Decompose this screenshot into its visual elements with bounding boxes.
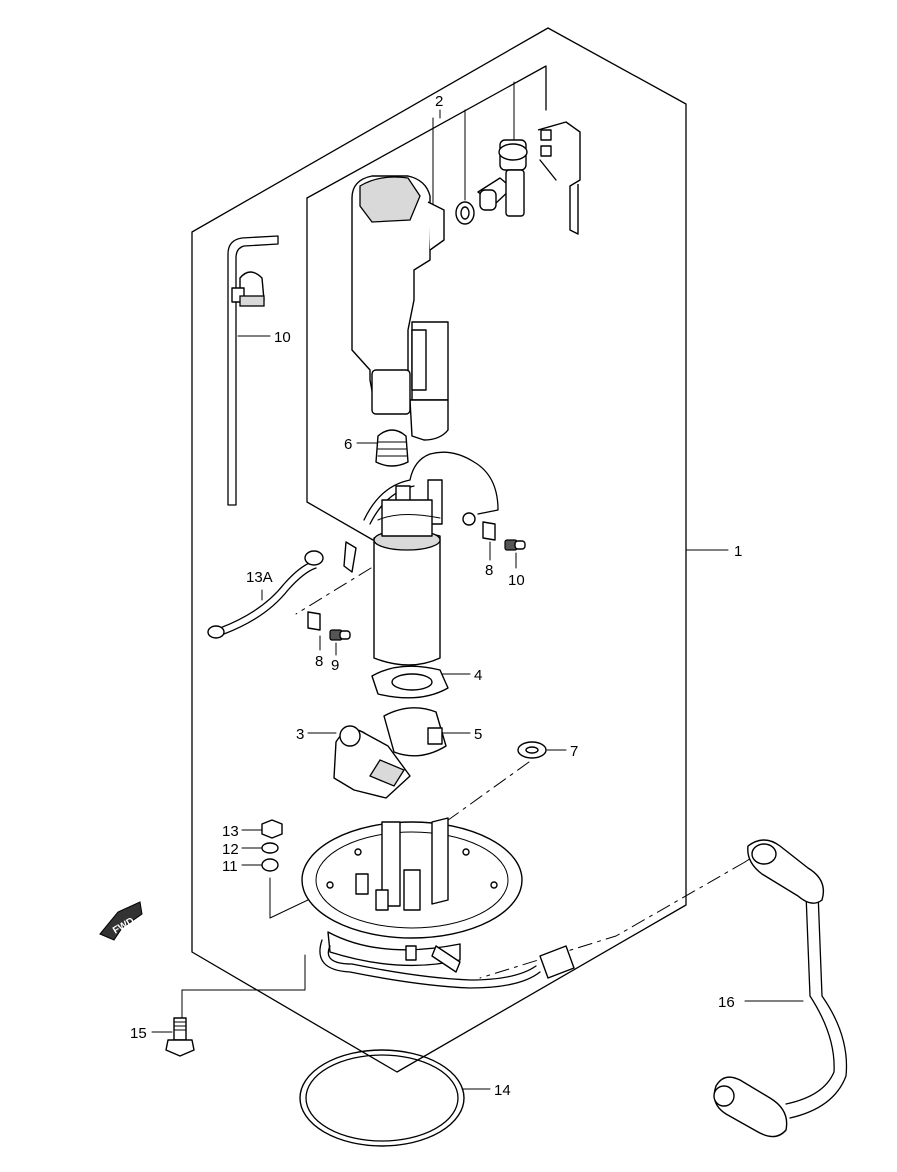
fuel-pump-motor-part — [373, 499, 441, 666]
callout-13: 13 — [222, 823, 239, 840]
vent-pipe-part — [227, 235, 279, 506]
pump-base-plate-part — [301, 817, 523, 967]
damper-ring-4-part — [371, 665, 449, 699]
damper-5-part — [383, 707, 447, 757]
callout-9: 9 — [331, 657, 339, 674]
callout-14: 14 — [494, 1082, 511, 1099]
bolt-15-part — [165, 1017, 195, 1057]
callout-8-left: 8 — [315, 653, 323, 670]
bracket-3-part — [333, 725, 411, 799]
callout-12: 12 — [222, 841, 239, 858]
pump-housing-part — [351, 175, 449, 441]
callout-6: 6 — [344, 436, 352, 453]
callout-16: 16 — [718, 994, 735, 1011]
washer-12-part — [261, 842, 279, 854]
callout-13a: 13A — [246, 569, 273, 586]
fuel-pressure-regulator-part — [477, 127, 528, 217]
subassembly-boundary-frame — [306, 65, 547, 541]
leader-lines — [151, 81, 804, 1090]
callout-4: 4 — [474, 667, 482, 684]
callout-1: 1 — [734, 543, 742, 560]
callout-11: 11 — [222, 858, 238, 875]
pump-filter-part — [375, 429, 409, 467]
gasket-7-part — [517, 741, 547, 759]
screw-10-right-part — [504, 539, 526, 551]
oring-small-part — [455, 201, 475, 225]
clip-8-left-part — [307, 611, 321, 631]
callout-5: 5 — [474, 726, 482, 743]
callout-2: 2 — [435, 93, 443, 110]
ground-wire-part — [207, 541, 357, 639]
oring-14-part — [299, 1049, 465, 1147]
callout-10-left: 10 — [274, 329, 291, 346]
callout-8-right: 8 — [485, 562, 493, 579]
callout-10-right: 10 — [508, 572, 525, 589]
fuel-hose-16-part — [713, 839, 848, 1138]
forward-direction-arrow: FWD — [99, 901, 143, 941]
callout-7: 7 — [570, 743, 578, 760]
mounting-bracket-part — [537, 121, 581, 235]
callout-3: 3 — [296, 726, 304, 743]
washer-11-part — [261, 858, 279, 872]
outlet-connector-part — [319, 939, 575, 989]
screw-9-part — [329, 629, 351, 641]
nut-13-part — [261, 819, 283, 839]
callout-15: 15 — [130, 1025, 147, 1042]
assembly-boundary-frame — [191, 27, 687, 1073]
callout-labels: 1 2 3 4 5 6 7 8 8 9 10 10 11 12 13 13A 1… — [130, 93, 742, 1099]
clip-8-right-part — [482, 521, 496, 541]
